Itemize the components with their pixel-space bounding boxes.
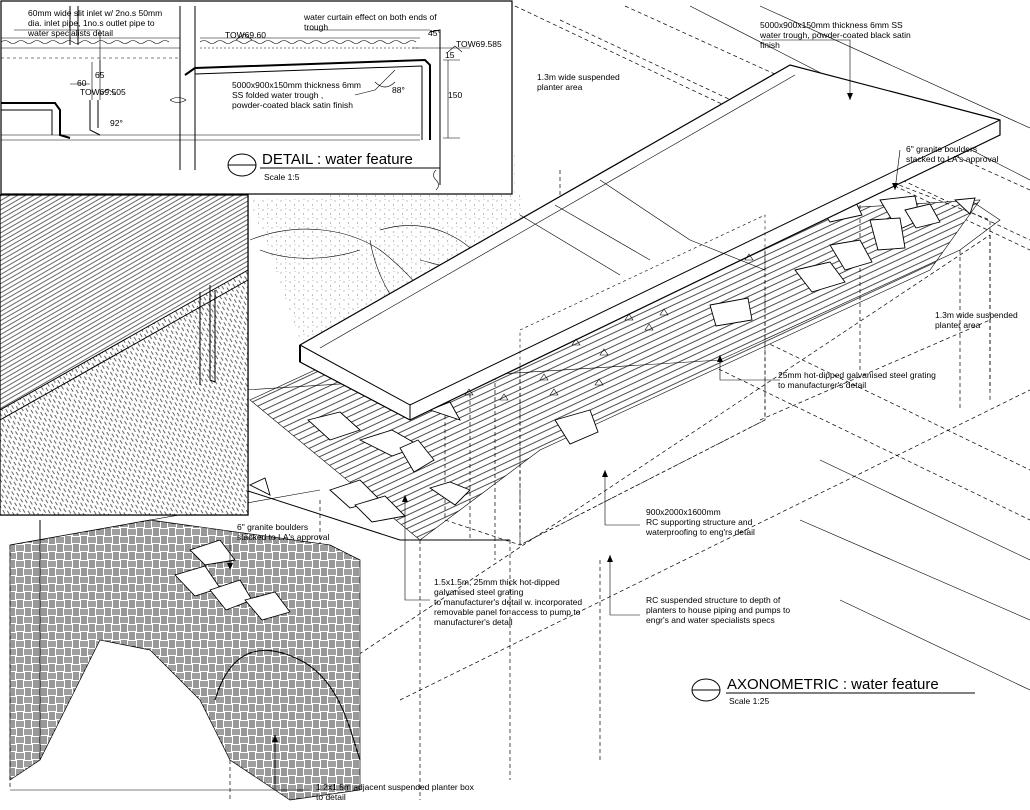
- water-trough-axonometric: [299, 64, 1001, 421]
- detail-annotation-trough: 5000x900x150mm thickness 6mm SS folded w…: [232, 80, 363, 110]
- dim-15: 15: [445, 50, 455, 60]
- annotation-grating-panel: 1.5x1.5m, 25mm thick hot-dipped galvanis…: [434, 577, 584, 627]
- tow-left-low: TOW69.505: [80, 87, 126, 97]
- axonometric-title: AXONOMETRIC : water feature: [727, 676, 939, 693]
- rc-face-markers: [464, 253, 754, 401]
- annotation-planter-box: 1.2x1.5m adjacent suspended planter box …: [316, 782, 476, 802]
- detail-title-block: DETAIL : water feature Scale 1:5: [227, 151, 440, 182]
- axonometric-title-block: AXONOMETRIC : water feature Scale 1:25: [691, 676, 975, 706]
- angle-88: 88°: [392, 85, 405, 95]
- annotation-boulders-left: 6" granite boulders stacked to LA's appr…: [237, 522, 329, 542]
- annotation-rc-suspended: RC suspended structure to depth of plant…: [646, 595, 793, 625]
- detail-scale: Scale 1:5: [264, 172, 300, 182]
- annotation-axo-trough: 5000x900x150mm thickness 6mm SS water tr…: [759, 20, 913, 50]
- annotation-boulders-right: 6" granite boulders stacked to LA's appr…: [906, 144, 998, 164]
- dim-150: 150: [448, 90, 462, 100]
- detail-inset: 60mm wide slit inlet w/ 2no.s 50mm dia. …: [0, 0, 513, 195]
- detail-annotation-inlet: 60mm wide slit inlet w/ 2no.s 50mm dia. …: [27, 8, 165, 38]
- angle-45: 45°: [428, 28, 441, 38]
- annotation-rc-support: 900x2000x1600mm RC supporting structure …: [645, 507, 755, 537]
- annotation-grating-right: 25mm hot-dipped galvanised steel grating…: [778, 370, 938, 390]
- axonometric-scale: Scale 1:25: [729, 696, 769, 706]
- leader-lines: [227, 39, 901, 791]
- dim-60: 60: [77, 78, 87, 88]
- detail-title: DETAIL : water feature: [262, 151, 413, 168]
- angle-92: 92°: [110, 118, 123, 128]
- tow-right: TOW69.585: [456, 39, 502, 49]
- annotation-planter-top: 1.3m wide suspended planter area: [537, 72, 622, 92]
- detail-annotation-curtain: water curtain effect on both ends of tro…: [303, 12, 439, 32]
- wall-block-inset: [0, 194, 249, 516]
- dim-65: 65: [95, 70, 105, 80]
- tow-left-top: TOW69.60: [225, 30, 266, 40]
- annotation-planter-right: 1.3m wide suspended planter area: [935, 310, 1020, 330]
